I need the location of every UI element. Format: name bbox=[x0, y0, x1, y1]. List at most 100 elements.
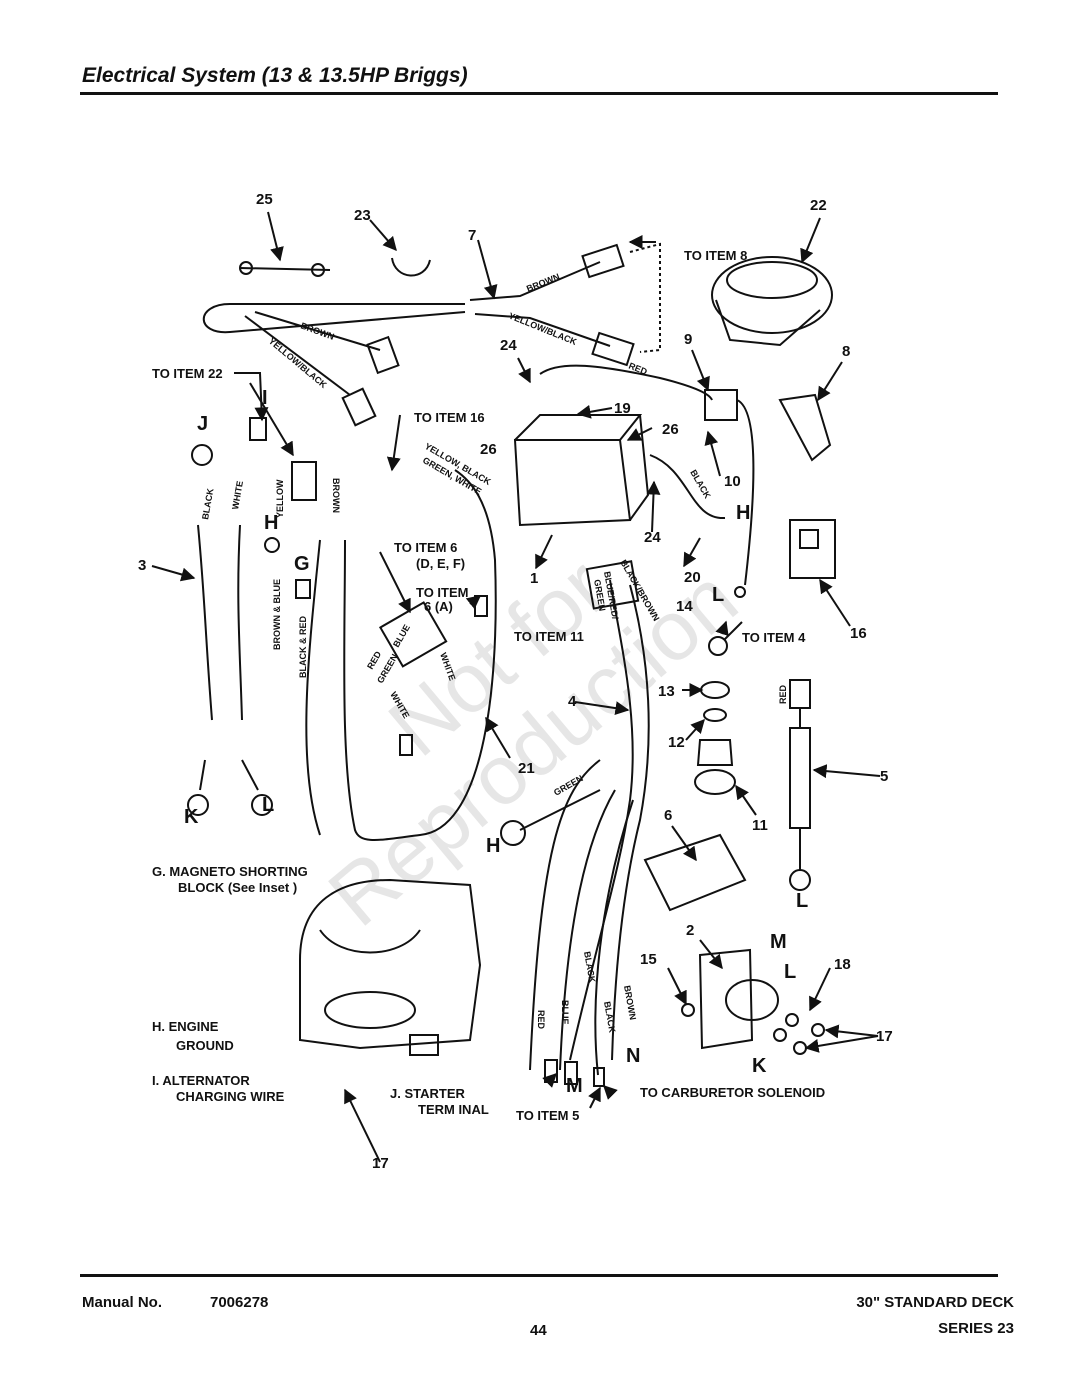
sleeve-3 bbox=[197, 524, 213, 721]
callout-10: 10 bbox=[724, 473, 741, 490]
engine-inset bbox=[299, 878, 482, 1050]
callout-23: 23 bbox=[354, 207, 371, 224]
wire-brown-3: BROWN bbox=[331, 478, 341, 513]
callout-4: 4 bbox=[568, 693, 577, 710]
diagram-labels: TO ITEM 8 TO ITEM 22 TO ITEM 16 TO ITEM … bbox=[152, 248, 825, 1123]
switch-16 bbox=[789, 519, 836, 579]
label-h-1: H. ENGINE bbox=[152, 1019, 219, 1034]
callout-21: 21 bbox=[518, 760, 535, 777]
label-h-2: GROUND bbox=[176, 1038, 234, 1053]
label-6a: 6 (A) bbox=[424, 599, 453, 614]
letter-J: J bbox=[197, 413, 208, 435]
clamp-23 bbox=[391, 257, 431, 277]
callout-8: 8 bbox=[842, 343, 850, 360]
letter-M2: M bbox=[566, 1075, 583, 1097]
footer-rule bbox=[80, 1274, 998, 1277]
label-to-item-5: TO ITEM 5 bbox=[516, 1108, 579, 1123]
callout-12: 12 bbox=[668, 734, 685, 751]
label-to-item-11: TO ITEM 11 bbox=[514, 629, 584, 644]
label-to-item-8: TO ITEM 8 bbox=[684, 248, 747, 263]
callout-25: 25 bbox=[256, 191, 273, 208]
callout-13: 13 bbox=[658, 683, 675, 700]
letter-L2: L bbox=[262, 794, 274, 816]
callout-22: 22 bbox=[810, 197, 827, 214]
letter-H3: H bbox=[486, 835, 500, 857]
callout-24b: 24 bbox=[644, 529, 661, 546]
label-i-2: CHARGING WIRE bbox=[176, 1089, 285, 1104]
relay-9 bbox=[704, 389, 738, 421]
main-loom bbox=[343, 469, 497, 841]
letter-K2: K bbox=[752, 1055, 767, 1077]
label-def: (D, E, F) bbox=[416, 556, 465, 571]
connector-yellow bbox=[291, 461, 317, 501]
ignition-switch-11 bbox=[696, 739, 734, 766]
letter-L1: L bbox=[712, 584, 724, 606]
letter-L3: L bbox=[796, 890, 808, 912]
wire-yellow-black-2: YELLOW/BLACK bbox=[267, 336, 329, 391]
callout-9: 9 bbox=[684, 331, 692, 348]
wire-brown-blue: BROWN & BLUE bbox=[272, 579, 282, 650]
magneto-block bbox=[378, 601, 448, 668]
letter-L4: L bbox=[784, 961, 796, 983]
wire-brown-4: BROWN bbox=[622, 985, 638, 1021]
label-to-item-16: TO ITEM 16 bbox=[414, 410, 485, 425]
wire-red-4: RED bbox=[536, 1010, 546, 1030]
callout-26a: 26 bbox=[480, 441, 497, 458]
callout-17b: 17 bbox=[372, 1155, 389, 1172]
connector-6 bbox=[643, 833, 747, 912]
label-j-1: J. STARTER bbox=[390, 1086, 465, 1101]
manual-label: Manual No. bbox=[82, 1294, 163, 1311]
harness-4 bbox=[569, 579, 634, 1061]
label-g-2: BLOCK (See Inset ) bbox=[178, 880, 297, 895]
letter-I: I bbox=[262, 387, 268, 409]
callout-5: 5 bbox=[880, 768, 888, 785]
callout-14: 14 bbox=[676, 598, 693, 615]
label-to-item-22: TO ITEM 22 bbox=[152, 366, 223, 381]
wire-red-3: RED bbox=[778, 684, 788, 704]
wire-blue-2: BLUE bbox=[560, 1000, 570, 1025]
letter-H2: H bbox=[736, 502, 750, 524]
callout-24a: 24 bbox=[500, 337, 517, 354]
callout-numbers: 25 23 7 22 9 8 24 19 26 26 10 24 20 1 14… bbox=[138, 191, 893, 1172]
callout-7: 7 bbox=[468, 227, 476, 244]
series-label: SERIES 23 bbox=[938, 1320, 1014, 1337]
callout-2: 2 bbox=[686, 922, 694, 939]
callout-19: 19 bbox=[614, 400, 631, 417]
main-harness-top bbox=[202, 303, 466, 334]
wire-yellow-black-1: YELLOW/BLACK bbox=[507, 311, 578, 348]
bracket-8 bbox=[778, 393, 832, 462]
label-to-carburetor-solenoid: TO CARBURETOR SOLENOID bbox=[640, 1085, 825, 1100]
wire-red-2: RED bbox=[365, 649, 383, 671]
solenoid-2 bbox=[698, 948, 754, 1050]
callout-1: 1 bbox=[530, 570, 538, 587]
label-to-item: TO ITEM bbox=[416, 585, 468, 600]
callout-11: 11 bbox=[752, 817, 768, 834]
page-number: 44 bbox=[530, 1322, 547, 1339]
wire-brown-1: BROWN bbox=[525, 271, 561, 293]
callout-26b: 26 bbox=[662, 421, 679, 438]
label-g-1: G. MAGNETO SHORTING bbox=[152, 864, 308, 879]
callout-3: 3 bbox=[138, 557, 146, 574]
wire-red-1: RED bbox=[627, 361, 649, 378]
letter-G: G bbox=[294, 553, 310, 575]
callout-16: 16 bbox=[850, 625, 867, 642]
label-to-item-6: TO ITEM 6 bbox=[394, 540, 457, 555]
callout-20: 20 bbox=[684, 569, 701, 586]
letter-N: N bbox=[626, 1045, 640, 1067]
label-i-1: I. ALTERNATOR bbox=[152, 1073, 250, 1088]
connection-letters: I J H G H L K L H L M L N K M bbox=[184, 387, 808, 1097]
leader-lines bbox=[151, 211, 881, 1163]
letter-K1: K bbox=[184, 806, 199, 828]
manual-number: 7006278 bbox=[210, 1294, 269, 1311]
key-14 bbox=[708, 636, 728, 656]
page-title: Electrical System (13 & 13.5HP Briggs) bbox=[82, 64, 468, 87]
title-rule bbox=[80, 92, 998, 95]
callout-6: 6 bbox=[664, 807, 672, 824]
wire-yellow: YELLOW bbox=[275, 479, 285, 518]
clip-25 bbox=[239, 267, 331, 271]
wire-white-1: WHITE bbox=[230, 480, 245, 510]
letter-H1: H bbox=[264, 512, 278, 534]
letter-M1: M bbox=[770, 931, 787, 953]
callout-18: 18 bbox=[834, 956, 851, 973]
